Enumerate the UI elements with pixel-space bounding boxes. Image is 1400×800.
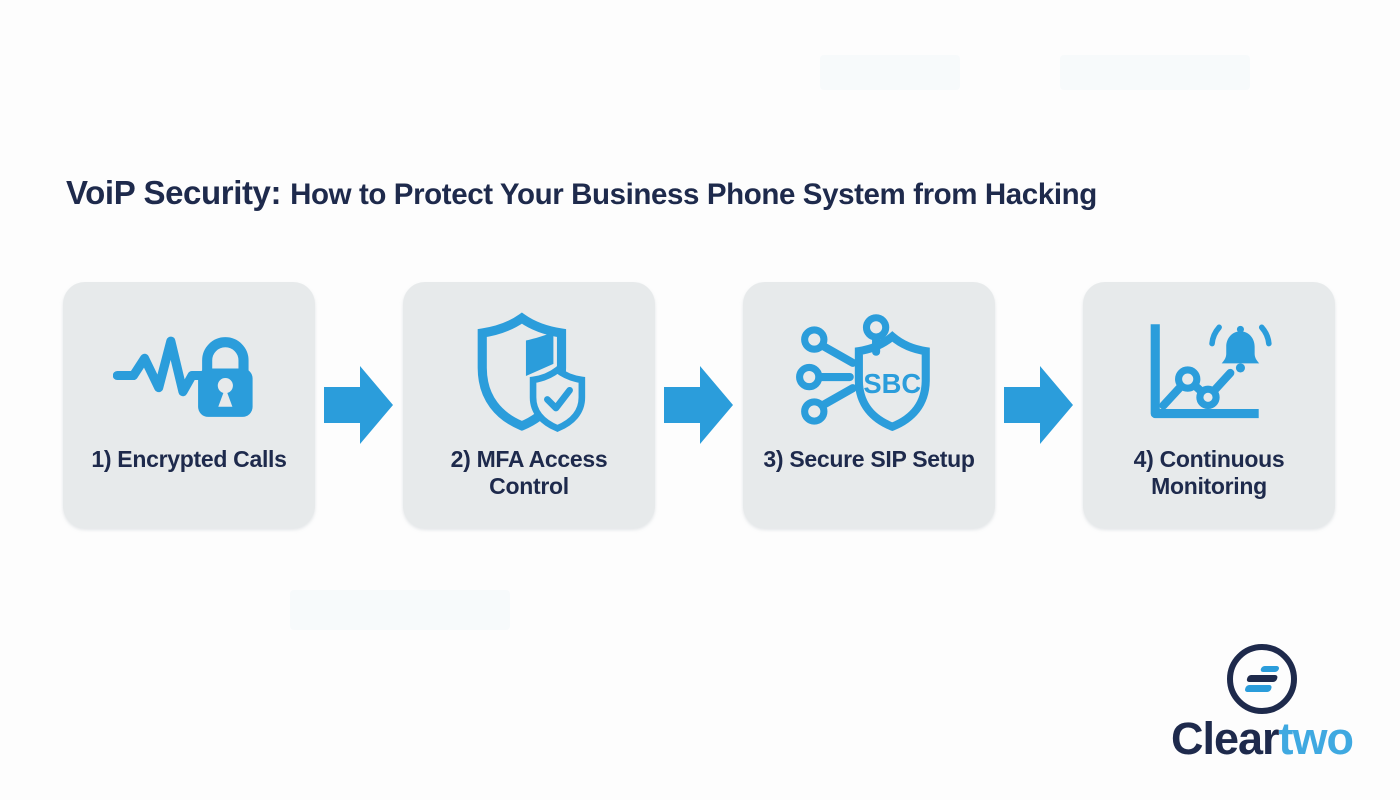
logo-bar-bottom (1244, 685, 1273, 692)
arrow-right-icon (324, 366, 393, 444)
arrow-right-icon (664, 366, 733, 444)
shield-check-icon (469, 310, 589, 438)
background-texture (290, 590, 510, 630)
page-title-prefix: VoiP Security: (66, 174, 282, 211)
waveform-lock-icon (113, 310, 265, 438)
flow-arrow (995, 282, 1083, 528)
step-card-secure-sip: SBC 3) Secure SIP Setup (743, 282, 995, 528)
chart-alert-bell-icon (1138, 310, 1280, 438)
step-label: 4) Continuous Monitoring (1133, 446, 1285, 500)
brand-wordmark: Cleartwo (1150, 716, 1374, 761)
page-title-rest: How to Protect Your Business Phone Syste… (290, 178, 1097, 211)
step-card-encrypted-calls: 1) Encrypted Calls (63, 282, 315, 528)
flow-arrow (655, 282, 743, 528)
arrow-right-icon (1004, 366, 1073, 444)
page-title: VoiP Security:How to Protect Your Busine… (66, 174, 1097, 212)
network-sbc-shield-icon: SBC (793, 310, 945, 438)
brand-name-secondary: two (1278, 713, 1354, 764)
process-flow: 1) Encrypted Calls 2) MFA Access Control (63, 282, 1335, 528)
logo-bars (1243, 666, 1280, 692)
step-label: 1) Encrypted Calls (91, 446, 287, 472)
brand-logo: Cleartwo (1150, 644, 1374, 761)
logo-bar-middle (1246, 675, 1279, 682)
sbc-shield-text: SBC (863, 368, 921, 399)
flow-arrow (315, 282, 403, 528)
step-label: 3) Secure SIP Setup (763, 446, 975, 472)
logo-bar-top (1260, 666, 1280, 672)
step-card-mfa-access: 2) MFA Access Control (403, 282, 655, 528)
brand-name-primary: Clear (1170, 713, 1280, 764)
cleartwo-logo-icon (1227, 644, 1297, 714)
background-texture (820, 55, 960, 90)
background-texture (1060, 55, 1250, 90)
step-card-continuous-monitoring: 4) Continuous Monitoring (1083, 282, 1335, 528)
step-label: 2) MFA Access Control (450, 446, 608, 500)
